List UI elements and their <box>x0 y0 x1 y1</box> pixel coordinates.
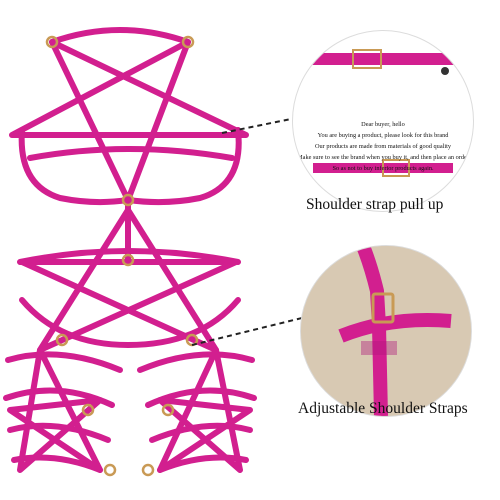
right-leg-strap-1 <box>137 351 255 373</box>
leader-line-top <box>221 117 297 134</box>
leader-line-bottom <box>191 317 303 346</box>
o-ring <box>161 403 175 417</box>
note-line: You are buying a product, please look fo… <box>317 132 449 139</box>
harness-lingerie-image <box>3 27 257 477</box>
neck-strap <box>49 27 191 45</box>
left-leg-star <box>7 347 103 473</box>
note-line: Our products are made from materials of … <box>314 143 452 150</box>
adjustable-strap-detail-circle <box>300 245 472 417</box>
underbust-strap <box>27 146 235 161</box>
right-leg-star <box>157 347 253 473</box>
strap-detail-graphic <box>293 49 473 177</box>
waist-strap <box>17 248 241 265</box>
caption-adjustable-shoulder-straps: Adjustable Shoulder Straps <box>298 400 468 417</box>
left-leg-strap-3 <box>7 422 111 443</box>
left-cup-strap <box>18 127 131 206</box>
o-ring <box>55 333 69 347</box>
lower-pentagram-strap <box>19 207 239 353</box>
o-ring <box>81 403 95 417</box>
brand-note-card: Dear buyer, hello You are buying a produ… <box>293 119 473 174</box>
right-cup-strap <box>125 127 242 206</box>
note-line: Dear buyer, hello <box>361 121 405 128</box>
right-leg-strap-3 <box>149 422 253 443</box>
o-ring <box>141 463 155 477</box>
upper-pentagram-strap <box>9 39 249 203</box>
o-ring <box>121 253 135 267</box>
hip-strap-right <box>125 297 241 348</box>
note-line: So as not to buy inferior products again… <box>332 165 434 172</box>
o-ring <box>103 463 117 477</box>
caption-shoulder-strap-pull-up: Shoulder strap pull up <box>306 196 444 213</box>
note-line: Make sure to see the brand when you buy … <box>297 154 469 161</box>
hip-strap-left <box>19 297 131 348</box>
buckle-detail-graphic <box>301 246 471 416</box>
o-ring <box>45 35 59 49</box>
o-ring <box>181 35 195 49</box>
slider-buckle <box>371 292 395 324</box>
left-leg-strap-1 <box>5 351 123 373</box>
shoulder-strap-detail-circle: Dear buyer, hello You are buying a produ… <box>292 30 474 212</box>
o-ring <box>121 193 135 207</box>
